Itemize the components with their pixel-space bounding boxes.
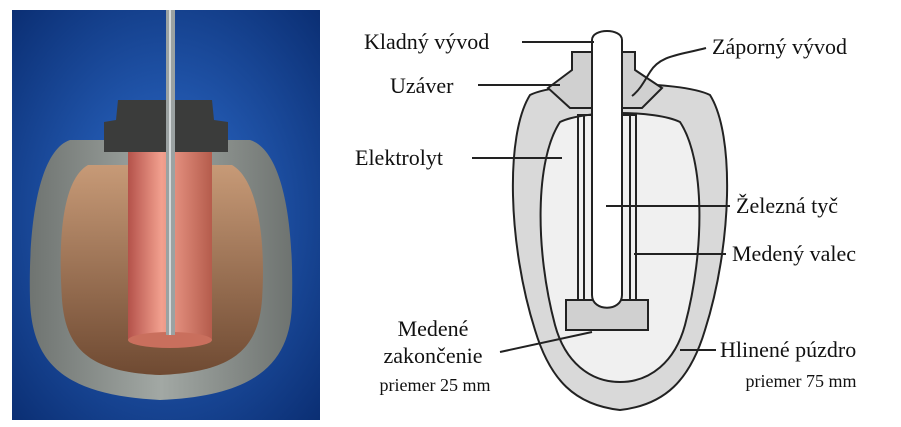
label-iron-rod: Železná tyč	[736, 194, 838, 218]
label-negative-terminal: Záporný vývod	[712, 35, 847, 59]
label-positive-terminal: Kladný vývod	[364, 30, 489, 54]
label-electrolyte: Elektrolyt	[355, 146, 443, 170]
label-copper-end-line1: Medené	[378, 317, 488, 341]
label-clay-jar-diameter: priemer 75 mm	[720, 369, 882, 393]
label-copper-end-diameter: priemer 25 mm	[370, 373, 500, 397]
label-clay-jar: Hlinené púzdro	[720, 338, 856, 362]
label-copper-end-line2: zakončenie	[370, 344, 496, 368]
label-copper-cylinder: Medený valec	[732, 242, 856, 266]
diagram-iron-rod	[592, 31, 622, 308]
label-cap: Uzáver	[390, 74, 454, 98]
